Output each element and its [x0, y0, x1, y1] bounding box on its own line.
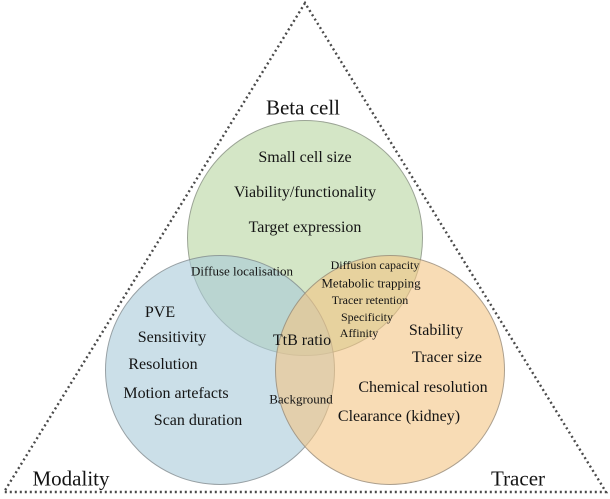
item-tracer-retention: Tracer retention: [331, 293, 409, 307]
item-small-cell-size: Small cell size: [258, 149, 352, 166]
item-affinity: Affinity: [339, 326, 379, 340]
item-scan-duration: Scan duration: [153, 412, 243, 429]
item-specificity: Specificity: [341, 310, 393, 324]
item-resolution: Resolution: [128, 356, 198, 373]
modality-title: Modality: [32, 466, 110, 491]
item-chemical-resolution: Chemical resolution: [358, 379, 488, 396]
tracer-title: Tracer: [490, 466, 546, 491]
item-target-expression: Target expression: [248, 219, 362, 236]
item-diffuse-localisation: Diffuse localisation: [191, 263, 293, 279]
item-stability: Stability: [408, 322, 464, 339]
item-clearance-kidney: Clearance (kidney): [337, 408, 461, 425]
item-background: Background: [269, 391, 333, 407]
item-sensitivity: Sensitivity: [137, 329, 207, 346]
item-tracer-size: Tracer size: [411, 349, 483, 366]
item-pve: PVE: [144, 304, 176, 321]
item-ttb-ratio: TtB ratio: [272, 332, 332, 349]
item-motion-artefacts: Motion artefacts: [123, 385, 229, 402]
item-metabolic-trapping: Metabolic trapping: [321, 275, 421, 291]
item-viability-functionality: Viability/functionality: [233, 184, 377, 201]
item-diffusion-capacity: Diffusion capacity: [330, 258, 420, 272]
beta-cell-title: Beta cell: [265, 95, 341, 120]
tracer-circle: [275, 255, 505, 485]
